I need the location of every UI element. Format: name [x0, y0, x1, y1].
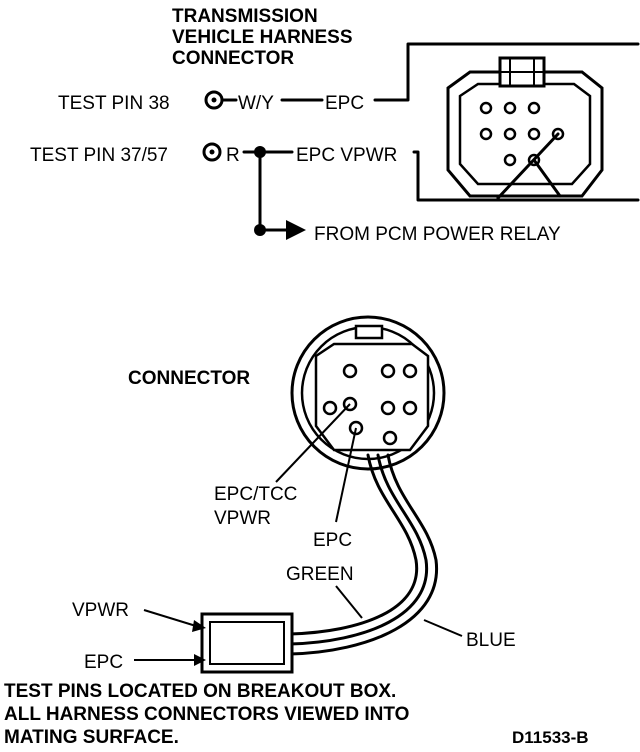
- test-pin-38-terminal: [204, 90, 224, 110]
- epc-box-label: EPC: [84, 652, 123, 673]
- harness-pin: [479, 127, 493, 141]
- connector-pin: [402, 363, 418, 379]
- vpwr-label: VPWR: [72, 600, 129, 621]
- wire-bundle: [288, 453, 439, 656]
- connector-pin: [402, 400, 418, 416]
- footnote-line-2: ALL HARNESS CONNECTORS VIEWED INTO: [4, 704, 409, 725]
- from-pcm-label: FROM PCM POWER RELAY: [314, 224, 561, 245]
- wire-r-label: R: [226, 145, 240, 166]
- leader-epc-tcc: [275, 403, 351, 483]
- epc-label: EPC: [325, 93, 364, 114]
- vpwr-wire-to-connector: [412, 150, 640, 202]
- footnote-line-1: TEST PINS LOCATED ON BREAKOUT BOX.: [4, 681, 396, 702]
- harness-pin: [503, 101, 517, 115]
- test-pin-37-57-label: TEST PIN 37/57: [30, 145, 168, 166]
- leader-epc: [335, 427, 357, 523]
- test-pin-38-label: TEST PIN 38: [58, 93, 170, 114]
- epc-tcc-label-2: VPWR: [214, 508, 271, 529]
- title-line-1: TRANSMISSION: [172, 6, 318, 27]
- test-pin-37-57-terminal: [202, 142, 222, 162]
- epc-vpwr-label: EPC VPWR: [296, 145, 397, 166]
- round-connector: [290, 315, 446, 471]
- harness-pin: [479, 101, 493, 115]
- connector-pin: [342, 363, 358, 379]
- green-label: GREEN: [286, 564, 354, 585]
- arrow-icon: [192, 620, 206, 632]
- blue-label: BLUE: [466, 630, 516, 651]
- connector-pin: [380, 363, 396, 379]
- harness-pin: [503, 127, 517, 141]
- leader-blue: [423, 619, 463, 637]
- harness-pin: [527, 101, 541, 115]
- top-diagram: TRANSMISSION VEHICLE HARNESS CONNECTOR T…: [30, 6, 640, 245]
- leader-green: [335, 585, 363, 619]
- harness-connector: [446, 56, 604, 200]
- connector-label: CONNECTOR: [128, 368, 250, 389]
- harness-pin: [527, 127, 541, 141]
- breakout-plug: [200, 612, 294, 674]
- epc-tcc-label-1: EPC/TCC: [214, 484, 297, 505]
- epc-label-bottom: EPC: [313, 530, 352, 551]
- leader-vpwr: [143, 609, 197, 627]
- arrow-right-icon: [286, 220, 306, 240]
- title-line-2: VEHICLE HARNESS: [172, 27, 353, 48]
- footnote-line-3: MATING SURFACE.: [4, 727, 179, 748]
- arrow-icon: [194, 654, 206, 666]
- bottom-diagram: CONNECTOR EPC/TCC VPW: [72, 315, 516, 674]
- connector-pin: [382, 430, 398, 446]
- connector-pin: [322, 400, 338, 416]
- harness-pin: [503, 153, 517, 167]
- footnote: TEST PINS LOCATED ON BREAKOUT BOX. ALL H…: [4, 681, 589, 748]
- title-line-3: CONNECTOR: [172, 48, 294, 69]
- connector-pin: [380, 400, 396, 416]
- epc-wire-to-connector: [373, 42, 640, 102]
- figure-id: D11533-B: [512, 728, 589, 747]
- wire-wy-label: W/Y: [238, 93, 274, 114]
